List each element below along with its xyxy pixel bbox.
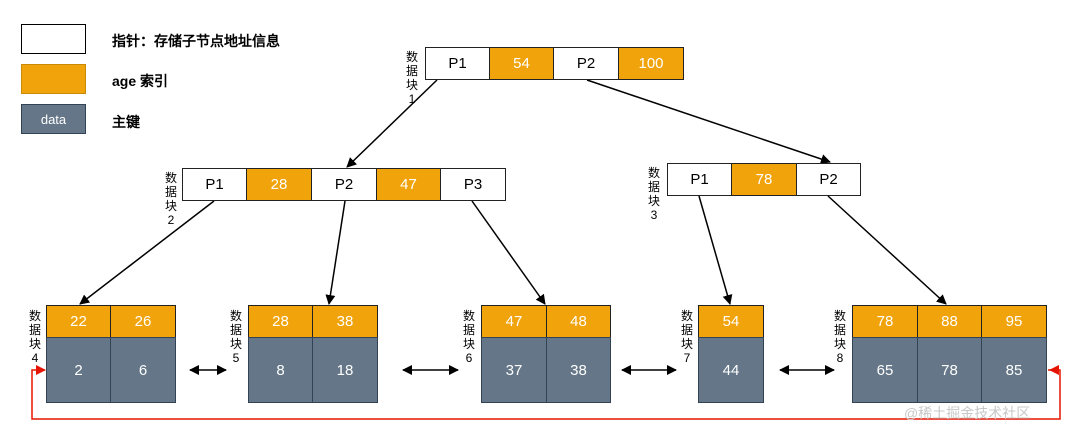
block-2-label-char: 2: [167, 213, 175, 227]
legend-age-index-swatch: [21, 64, 86, 94]
edge-b1-p1-to-b2: [346, 79, 438, 168]
block-2-p1: P1: [182, 168, 247, 201]
edge-b3-p1-to-b7: [698, 195, 733, 305]
block-2-key-47: 47: [376, 168, 441, 201]
block-5-key-38: 38: [312, 305, 378, 338]
block-4-label-char: 据: [28, 323, 41, 337]
block-3-key-78: 78: [731, 163, 797, 196]
block-4-label-char: 数: [28, 309, 41, 323]
block-4-label-char: 块: [28, 337, 41, 351]
block-8-key-88: 88: [917, 305, 982, 338]
block-6-label-char: 块: [462, 337, 475, 351]
block-6-data-37: 37: [481, 337, 547, 403]
block-1-label-char: 1: [408, 92, 416, 106]
block-8-label-char: 块: [833, 337, 846, 351]
block-6-key-47: 47: [481, 305, 547, 338]
block-2-key-28: 28: [246, 168, 312, 201]
block-8-label-char: 据: [833, 323, 846, 337]
edge-b2-p3-to-b6: [471, 200, 546, 305]
block-4-label-char: 4: [31, 351, 39, 365]
block-5-key-28: 28: [248, 305, 313, 338]
block-6-label-char: 据: [462, 323, 475, 337]
block-8-label-char: 8: [836, 351, 844, 365]
block-2-label-char: 据: [164, 185, 177, 199]
watermark: @稀土掘金技术社区: [904, 405, 1031, 421]
legend-data-swatch: data: [21, 104, 86, 134]
block-4-label: 数 据 块 4: [27, 309, 43, 365]
block-3-label-char: 数: [647, 166, 660, 180]
block-6-label-char: 6: [465, 351, 473, 365]
block-5-label-char: 数: [229, 309, 242, 323]
block-1-p2: P2: [553, 47, 619, 80]
block-1-label-char: 据: [405, 64, 418, 78]
block-4-data-6: 6: [110, 337, 176, 403]
block-5-data-8: 8: [248, 337, 313, 403]
block-4-key-26: 26: [110, 305, 176, 338]
legend-age-index-label: age 索引: [112, 73, 169, 89]
block-5-label-char: 据: [229, 323, 242, 337]
block-6-label: 数 据 块 6: [461, 309, 477, 365]
block-2-label-char: 块: [164, 199, 177, 213]
edge-b2-p2-to-b5: [325, 200, 346, 305]
block-3-p2: P2: [796, 163, 861, 196]
block-2-p3: P3: [440, 168, 506, 201]
legend-pointer-label: 指针：存储子节点地址信息: [112, 33, 280, 49]
block-3-label-char: 块: [647, 194, 660, 208]
block-6-label-char: 数: [462, 309, 475, 323]
block-6-key-48: 48: [546, 305, 611, 338]
block-7-label-char: 7: [683, 351, 691, 365]
block-3-label-char: 3: [650, 208, 658, 222]
block-1-label-char: 块: [405, 78, 418, 92]
block-3-label-char: 据: [647, 180, 660, 194]
block-3-p1: P1: [667, 163, 732, 196]
legend-data-swatch-text: data: [40, 111, 67, 127]
block-8-data-78: 78: [917, 337, 982, 403]
block-3-label: 数 据 块 3: [646, 166, 662, 222]
edge-b1-p2-to-b3: [586, 79, 831, 164]
block-8-key-78: 78: [852, 305, 918, 338]
block-8-data-65: 65: [852, 337, 918, 403]
edge-b3-p2-to-b8: [827, 195, 947, 305]
block-7-key-54: 54: [698, 305, 764, 338]
block-5-label: 数 据 块 5: [228, 309, 244, 365]
block-1-label: 数 据 块 1: [404, 50, 420, 106]
block-7-label: 数 据 块 7: [679, 309, 695, 365]
block-2-label-char: 数: [164, 171, 177, 185]
block-5-label-char: 5: [232, 351, 240, 365]
block-6-data-38: 38: [546, 337, 611, 403]
block-1-p1: P1: [425, 47, 490, 80]
legend-data-label: 主键: [112, 114, 140, 130]
block-4-key-22: 22: [46, 305, 111, 338]
block-2-p2: P2: [311, 168, 377, 201]
legend-pointer-swatch: [21, 24, 86, 54]
block-2-label: 数 据 块 2: [163, 171, 179, 227]
edge-b2-p1-to-b4: [79, 200, 215, 305]
block-1-key-100: 100: [618, 47, 684, 80]
block-1-label-char: 数: [405, 50, 418, 64]
block-8-label-char: 数: [833, 309, 846, 323]
block-7-label-char: 据: [680, 323, 693, 337]
block-8-data-85: 85: [981, 337, 1047, 403]
block-1-key-54: 54: [489, 47, 554, 80]
block-7-data-44: 44: [698, 337, 764, 403]
block-8-key-95: 95: [981, 305, 1047, 338]
block-5-data-18: 18: [312, 337, 378, 403]
block-7-label-char: 块: [680, 337, 693, 351]
block-5-label-char: 块: [229, 337, 242, 351]
block-4-data-2: 2: [46, 337, 111, 403]
block-8-label: 数 据 块 8: [832, 309, 848, 365]
block-7-label-char: 数: [680, 309, 693, 323]
